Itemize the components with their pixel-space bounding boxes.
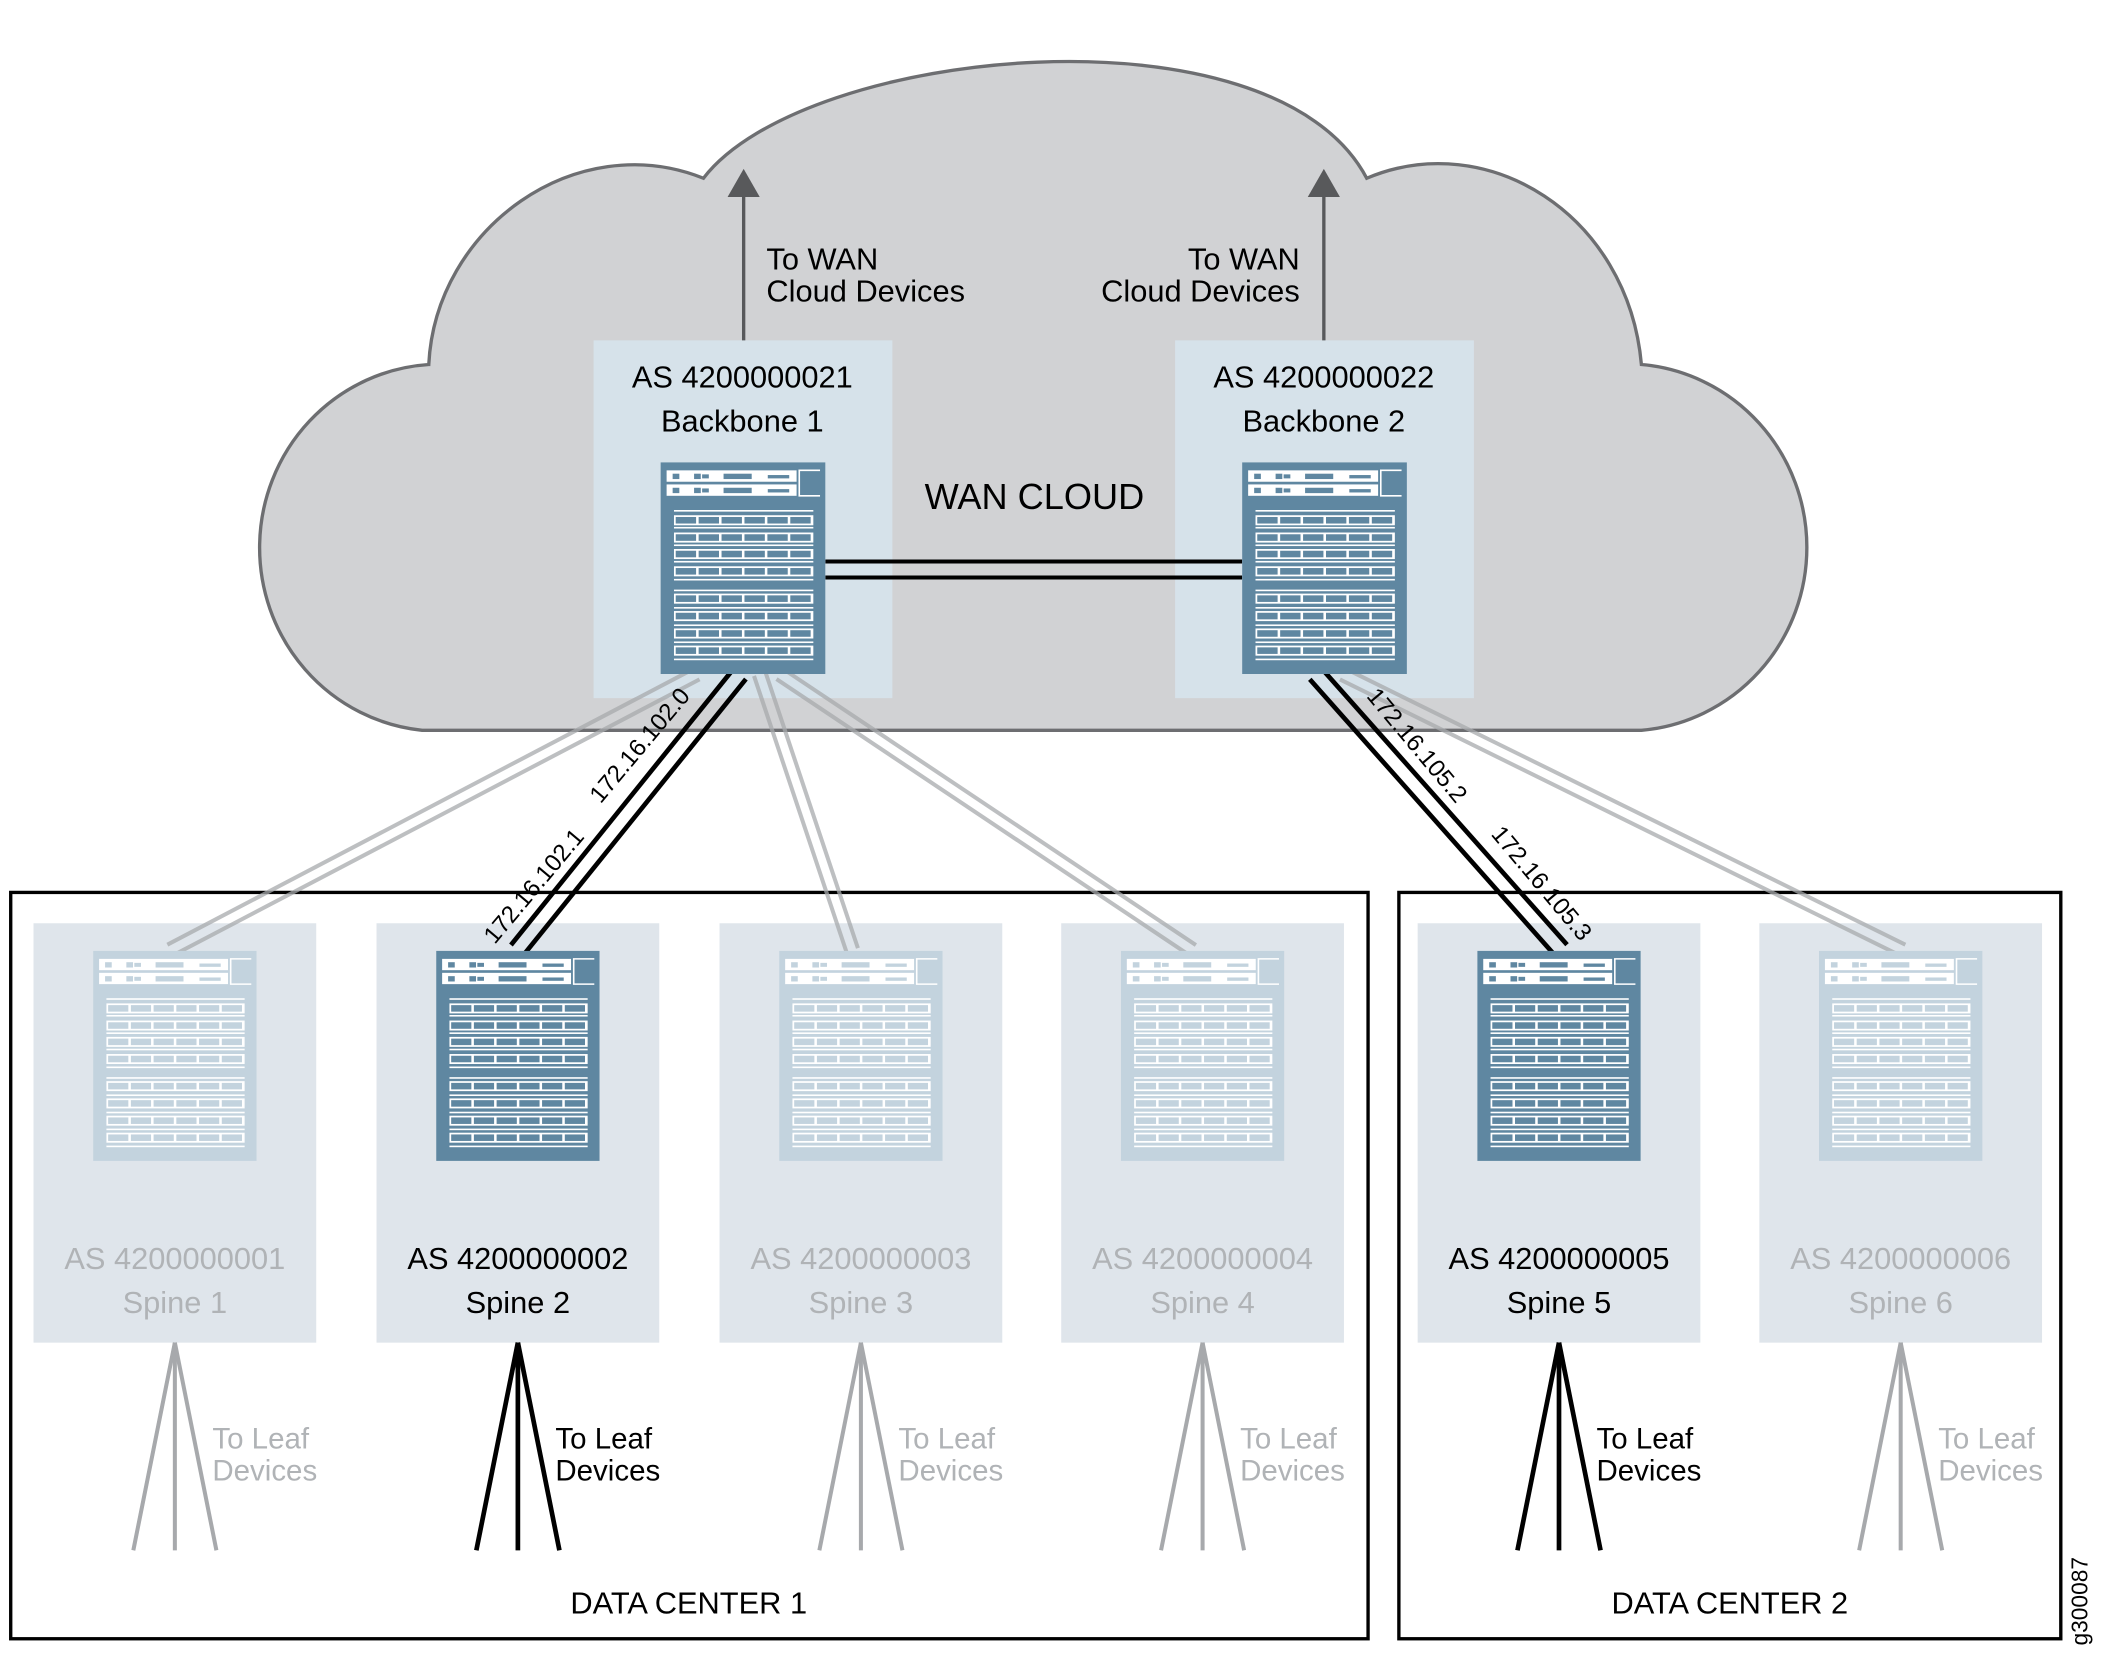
spine-1-switch-icon (93, 950, 257, 1162)
wan-cloud-label: WAN CLOUD (925, 476, 1145, 517)
spine-3-leaf-links (817, 1342, 905, 1551)
wan-label-2-line2: Cloud Devices (1101, 274, 1300, 309)
link-bb2-spine6 (1339, 666, 1907, 958)
spine-5-name: Spine 5 (1507, 1285, 1611, 1320)
spine-6-as: AS 4200000006 (1790, 1241, 2011, 1276)
data-center-1-box (9, 890, 1370, 1641)
leaf-label-line2: Devices (212, 1455, 317, 1488)
spine-6-leaf-links (1857, 1342, 1945, 1551)
data-center-2-box (1397, 890, 2063, 1641)
leaf-label-line1: To Leaf (898, 1422, 995, 1455)
spine-3-name: Spine 3 (809, 1285, 913, 1320)
leaf-label-line2: Devices (1240, 1455, 1345, 1488)
wan-label-1-line2: Cloud Devices (766, 274, 965, 309)
wan-uplink-arrow-1 (727, 168, 760, 341)
backbone-1-switch-icon (660, 462, 826, 675)
leaf-label-line2: Devices (1938, 1455, 2043, 1488)
leaf-label-line2: Devices (1597, 1455, 1702, 1488)
leaf-label-line1: To Leaf (555, 1422, 652, 1455)
spine-4-as: AS 4200000004 (1092, 1241, 1313, 1276)
backbone-2-as: AS 4200000022 (1213, 359, 1434, 394)
spine-6-name: Spine 6 (1848, 1285, 1952, 1320)
wan-cloud (257, 59, 1809, 732)
spine-4-switch-icon (1120, 950, 1285, 1162)
link-bb1-spine1 (166, 666, 701, 958)
leaf-label-line1: To Leaf (1938, 1422, 2035, 1455)
leaf-label-line1: To Leaf (1240, 1422, 1337, 1455)
backbone-2-switch-icon (1242, 462, 1407, 675)
spine-1-as: AS 4200000001 (64, 1241, 285, 1276)
leaf-label-line1: To Leaf (212, 1422, 309, 1455)
arrow-up-icon (1307, 168, 1340, 198)
link-bb1-spine2 (509, 667, 748, 957)
spine-1-name: Spine 1 (123, 1285, 227, 1320)
backbone-1-name: Backbone 1 (661, 403, 824, 438)
arrow-up-icon (727, 168, 760, 198)
link-bb2-spine5 (1308, 667, 1569, 957)
spine-3-switch-icon (779, 950, 943, 1162)
spine-3-as: AS 4200000003 (750, 1241, 971, 1276)
data-center-2-label: DATA CENTER 2 (1611, 1585, 1848, 1620)
wan-label-2-line1: To WAN (1188, 241, 1300, 276)
leaf-label-line2: Devices (898, 1455, 1003, 1488)
wan-label-1-line1: To WAN (766, 241, 878, 276)
backbone-1-as: AS 4200000021 (632, 359, 853, 394)
spine-2-switch-icon (436, 950, 600, 1162)
spine-2-name: Spine 2 (466, 1285, 570, 1320)
spine-4-leaf-links (1159, 1342, 1247, 1551)
spine-5-leaf-links (1515, 1342, 1603, 1551)
spine-5-switch-icon (1477, 950, 1641, 1162)
spine-5-as: AS 4200000005 (1449, 1241, 1670, 1276)
backbone-interconnect-link (825, 559, 1243, 580)
leaf-label-line1: To Leaf (1597, 1422, 1694, 1455)
link-bb1-spine4 (775, 667, 1198, 957)
leaf-label-line2: Devices (555, 1455, 660, 1488)
wan-uplink-arrow-2 (1307, 168, 1340, 341)
spine-2-as: AS 4200000002 (407, 1241, 628, 1276)
spine-1-leaf-links (131, 1342, 219, 1551)
backbone-2-name: Backbone 2 (1243, 403, 1406, 438)
data-center-1-label: DATA CENTER 1 (570, 1585, 807, 1620)
figure-id: g300087 (2067, 1557, 2093, 1646)
spine-6-switch-icon (1818, 950, 1983, 1162)
link-bb1-spine3 (752, 671, 860, 953)
spine-4-name: Spine 4 (1150, 1285, 1254, 1320)
spine-2-leaf-links (474, 1342, 562, 1551)
